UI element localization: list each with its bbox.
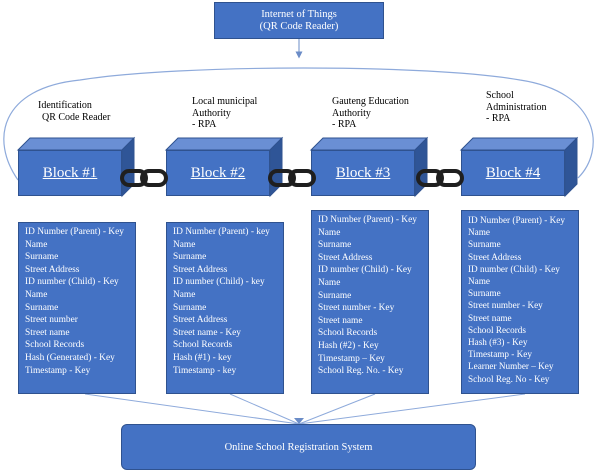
field-item: Surname (173, 302, 207, 313)
field-item: Street number - Key (468, 300, 543, 311)
block-4-label-line: - RPA (486, 113, 511, 124)
field-item: Surname (318, 240, 352, 251)
field-item: Timestamp – Key (318, 353, 385, 364)
field-item: Surname (468, 239, 501, 250)
field-item: ID Number (Parent) - key (173, 227, 270, 237)
block-3-fields: ID Number (Parent) - Key Name Surname St… (311, 210, 429, 394)
block-1-title: Block #1 (18, 150, 122, 196)
block-3-title: Block #3 (311, 150, 415, 196)
block-2-label-line: Local municipal (192, 96, 258, 107)
link-line-2 (229, 393, 300, 425)
field-item: Street Address (173, 315, 228, 326)
field-item: Street name (318, 315, 363, 326)
block-1-label: Identification QR Code Reader (38, 100, 110, 123)
field-item: Surname (25, 302, 59, 313)
field-item: Surname (468, 288, 501, 299)
field-item: Street Address (318, 252, 373, 263)
chain-link-icon (120, 169, 168, 187)
link-line-3 (298, 393, 376, 425)
block-2-label-line: Authority (192, 107, 231, 119)
chain-link-icon (416, 169, 464, 187)
field-item: Street name (25, 327, 70, 338)
field-item: Street number - Key (318, 303, 395, 314)
field-item: Street number (25, 315, 78, 326)
block-4-label: School Administration - RPA (486, 90, 547, 125)
block-4-title: Block #4 (461, 150, 565, 196)
field-item: Name (318, 227, 341, 238)
field-item: Surname (318, 290, 352, 301)
field-item: Learner Number – Key (468, 361, 554, 372)
block-4-label-line: Administration (486, 101, 547, 113)
field-item: ID number (Child) - key (173, 277, 265, 288)
field-item: ID number (Child) - Key (468, 263, 560, 274)
network-arc (3, 67, 594, 181)
field-item: School Records (25, 340, 85, 351)
field-item: Surname (25, 252, 59, 263)
block-3-label: Gauteng Education Authority - RPA (332, 96, 409, 131)
block-1-fields: ID Number (Parent) - Key Name Surname St… (18, 222, 136, 394)
osrs-label: Online School Registration System (224, 441, 373, 453)
osrs-arrowhead (294, 418, 304, 424)
block-2-label: Local municipal Authority - RPA (192, 96, 257, 131)
field-item: ID number (Child) - Key (318, 265, 412, 276)
field-item: ID Number (Parent) - Key (468, 215, 565, 225)
link-line-4 (298, 393, 526, 425)
link-line-1 (84, 393, 300, 425)
block-4-cube-faces (459, 136, 579, 198)
field-item: Name (25, 289, 48, 300)
block-3-label-line: Gauteng Education (332, 96, 409, 107)
field-item: Name (173, 239, 196, 250)
iot-title: Internet of Things (261, 8, 337, 20)
field-item: ID Number (Parent) - Key (318, 215, 417, 225)
chain-link-icon (268, 169, 316, 187)
block-3-label-line: - RPA (332, 119, 357, 130)
field-item: Name (318, 277, 341, 288)
field-item: Street name (468, 312, 512, 323)
block-4-label-line: School (486, 90, 514, 101)
field-item: Name (25, 239, 48, 250)
field-item: Hash (#3) - Key (468, 337, 528, 348)
block-1-label-line: QR Code Reader (42, 111, 111, 123)
field-item: School Records (173, 340, 233, 351)
block-4-fields: ID Number (Parent) - Key Name Surname St… (461, 210, 579, 394)
field-item: Street Address (25, 264, 80, 275)
iot-subtitle: (QR Code Reader) (259, 20, 339, 32)
field-item: School Records (468, 324, 526, 335)
field-item: Timestamp - key (173, 365, 237, 376)
field-item: Hash (Generated) - Key (25, 352, 115, 363)
field-item: Timestamp - Key (468, 349, 532, 360)
field-item: ID number (Child) - Key (25, 277, 119, 288)
block-2-title: Block #2 (166, 150, 270, 196)
field-item: Name (173, 289, 196, 300)
online-school-registration-system-box: Online School Registration System (121, 424, 476, 470)
block-2-fields: ID Number (Parent) - key Name Surname St… (166, 222, 284, 394)
iot-qr-reader-box: Internet of Things (QR Code Reader) (214, 2, 384, 39)
block-3-label-line: Authority (332, 107, 371, 119)
field-item: Timestamp - Key (25, 365, 91, 376)
field-item: School Records (318, 328, 378, 339)
field-item: Surname (173, 252, 207, 263)
field-item: Hash (#1) - key (173, 352, 232, 363)
field-item: ID Number (Parent) - Key (25, 227, 124, 237)
field-item: Name (468, 227, 490, 238)
field-item: School Reg. No. - Key (318, 366, 404, 377)
field-item: Street name - Key (173, 327, 241, 338)
block-1-label-line: Identification (38, 100, 92, 111)
field-item: Street Address (173, 264, 228, 275)
block-2-label-line: - RPA (192, 119, 217, 130)
field-item: Name (468, 276, 490, 287)
field-item: Hash (#2) - Key (318, 340, 379, 351)
field-item: Street Address (468, 251, 522, 262)
field-item: School Reg. No - Key (468, 373, 550, 384)
